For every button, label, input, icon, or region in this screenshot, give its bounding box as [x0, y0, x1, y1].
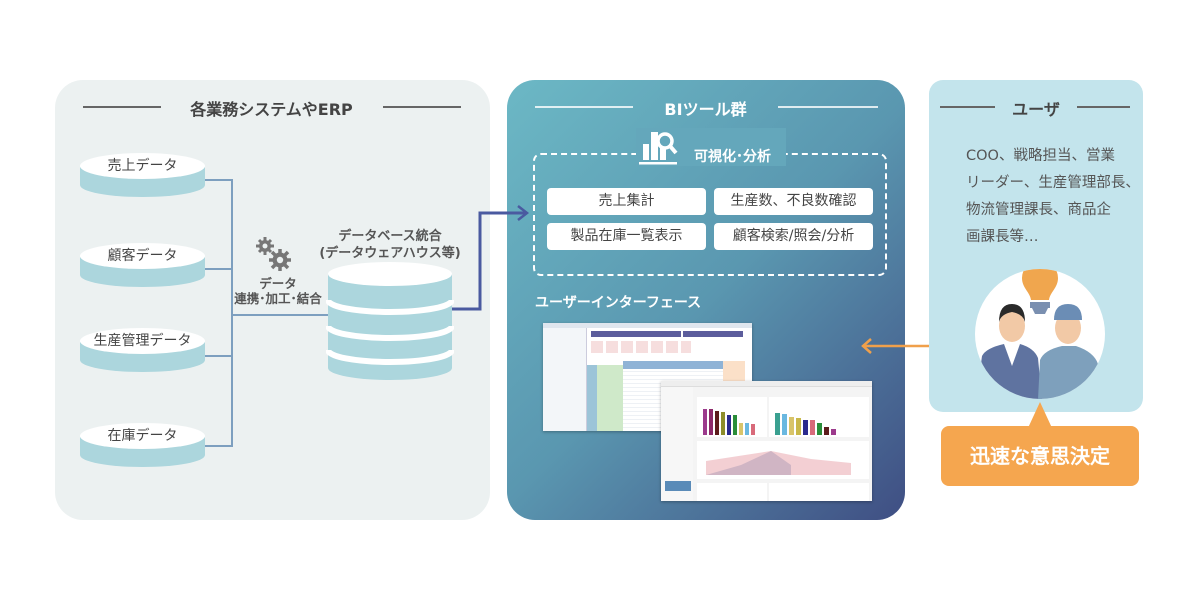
process-label: データ連携･加工･結合 [234, 276, 322, 306]
feature-production-defects: 生産数、不良数確認 [714, 188, 873, 215]
database-production: 生産管理データ [80, 328, 205, 372]
feature-inventory-list: 製品在庫一覧表示 [547, 223, 706, 250]
area-chart-thumbnail [706, 451, 851, 475]
connector [205, 268, 232, 270]
data-warehouse-icon [326, 262, 454, 380]
users-title: ユーザ [1012, 100, 1060, 119]
divider [1077, 106, 1130, 108]
connector [231, 179, 233, 447]
users-list: COO、戦略担当、営業 リーダー、生産管理部長、 物流管理課長、商品企 画課長等… [966, 148, 1140, 245]
analytics-magnifier-icon [639, 132, 678, 165]
decision-callout: 迅速な意思決定 [941, 426, 1139, 486]
users-avatar-illustration [975, 269, 1105, 399]
database-label: 在庫データ [80, 423, 205, 449]
visualization-label: 可視化･分析 [694, 149, 771, 165]
divider [83, 106, 161, 108]
database-label: 売上データ [80, 153, 205, 179]
database-label: 生産管理データ [80, 328, 205, 354]
database-customer: 顧客データ [80, 243, 205, 287]
bi-title: BIツール群 [664, 100, 747, 119]
callout-pointer [1028, 402, 1052, 428]
connector [231, 314, 329, 316]
database-inventory: 在庫データ [80, 423, 205, 467]
systems-title: 各業務システムやERP [190, 100, 353, 119]
bar-chart-thumbnail [703, 409, 755, 435]
database-sales: 売上データ [80, 153, 205, 197]
bar-chart-thumbnail [775, 413, 836, 435]
bi-screenshot-dashboard [661, 381, 872, 501]
warehouse-label: データベース統合(データウェアハウス等) [319, 229, 461, 261]
feature-customer-analysis: 顧客検索/照会/分析 [714, 223, 873, 250]
divider [778, 106, 878, 108]
feature-sales-summary: 売上集計 [547, 188, 706, 215]
database-label: 顧客データ [80, 243, 205, 269]
connector [205, 179, 232, 181]
divider [535, 106, 633, 108]
divider [383, 106, 461, 108]
gears-icon [256, 237, 291, 271]
ui-label: ユーザーインターフェース [535, 295, 702, 311]
divider [940, 106, 995, 108]
connector [205, 445, 232, 447]
arrow-to-bi [452, 205, 530, 311]
connector [205, 355, 232, 357]
